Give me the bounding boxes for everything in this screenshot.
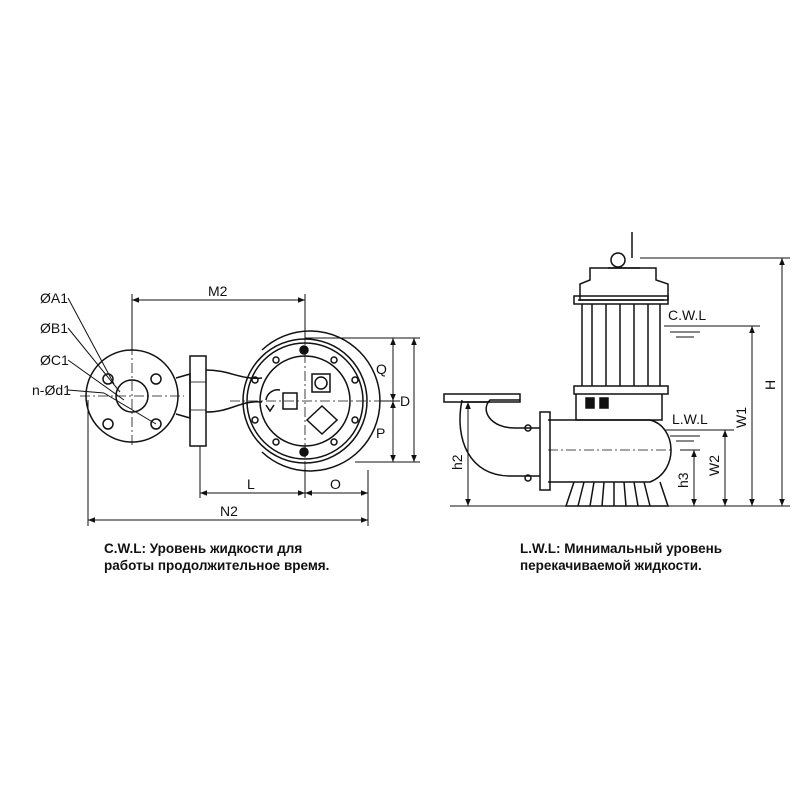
label-n2: N2 xyxy=(220,503,238,519)
label-b1: ØB1 xyxy=(40,320,68,336)
cwl-note-line-2: работы продолжительное время. xyxy=(104,558,330,573)
lwl-note-line-1: L.W.L: Минимальный уровень xyxy=(520,541,723,556)
motor xyxy=(573,267,669,421)
top-view-dimensions xyxy=(67,294,420,526)
label-c1: ØC1 xyxy=(40,352,69,368)
label-cwl: C.W.L xyxy=(668,307,706,323)
side-view-dimensions xyxy=(448,257,790,507)
label-h: H xyxy=(762,380,778,390)
lwl-note-line-2: перекачиваемой жидкости. xyxy=(520,558,702,573)
discharge-flange xyxy=(80,345,184,447)
label-p: P xyxy=(376,425,385,441)
base-stand xyxy=(564,481,670,507)
label-h3: h3 xyxy=(675,472,691,488)
label-d1: n-Ød1 xyxy=(32,382,71,398)
label-w2: W2 xyxy=(706,455,722,476)
label-lwl: L.W.L xyxy=(672,411,708,427)
pump-body xyxy=(230,330,381,472)
label-a1: ØA1 xyxy=(40,290,68,306)
label-o: O xyxy=(330,476,341,492)
label-q: Q xyxy=(376,361,387,377)
top-view xyxy=(80,330,381,472)
label-h2: h2 xyxy=(449,454,465,470)
label-w1: W1 xyxy=(733,407,749,428)
volute xyxy=(548,419,672,483)
label-l: L xyxy=(247,476,255,492)
lifting-ring xyxy=(608,232,640,269)
cwl-note: C.W.L: Уровень жидкости для работы продо… xyxy=(104,540,329,574)
discharge-elbow xyxy=(443,393,551,491)
cwl-note-line-1: C.W.L: Уровень жидкости для xyxy=(104,541,303,556)
label-m2: M2 xyxy=(208,283,228,299)
side-view xyxy=(443,232,680,507)
lwl-note: L.W.L: Минимальный уровень перекачиваемо… xyxy=(520,540,722,574)
label-d: D xyxy=(400,393,410,409)
